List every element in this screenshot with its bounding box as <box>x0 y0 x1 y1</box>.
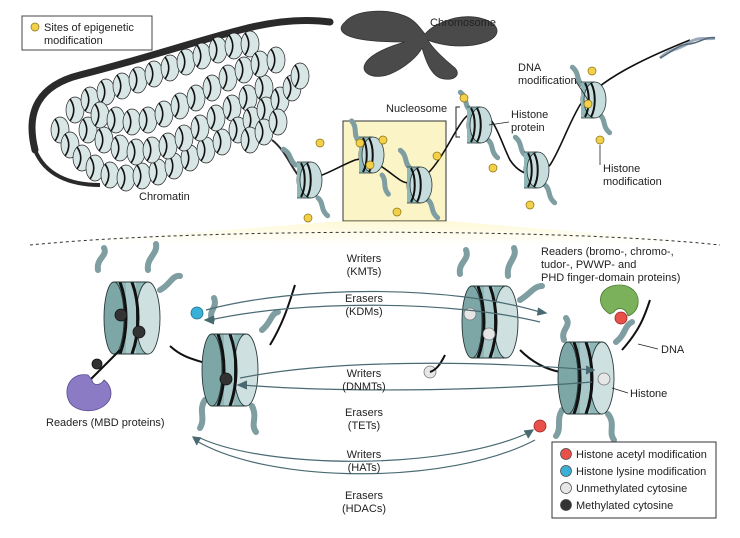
histone-protein-label-1: Histone <box>511 109 548 121</box>
zoom-dashed-line <box>29 231 721 246</box>
bromodomain-reader-protein <box>600 284 639 317</box>
legend-swatch <box>560 499 572 511</box>
legend-item-3: Methylated cytosine <box>560 499 673 512</box>
histone-modification-label-2: modification <box>603 176 662 188</box>
writers-kmts-line2: (KMTs) <box>347 266 382 278</box>
readers-right-label-1: Readers (bromo-, chromo-, <box>541 246 674 258</box>
erasers-kdms-line1: Erasers <box>345 293 383 305</box>
legend-swatch <box>560 465 572 477</box>
left-nucleosome-upper <box>91 241 183 370</box>
dna-modification-label-2: modification <box>518 75 577 87</box>
mbd-reader-protein <box>66 374 112 412</box>
writers-dnmts-line1: Writers <box>347 368 382 380</box>
nucleosome-label: Nucleosome <box>386 103 447 115</box>
top-legend-line1: Sites of epigenetic <box>44 22 134 34</box>
erasers-hdacs-line1: Erasers <box>345 490 383 502</box>
legend-label: Histone acetyl modification <box>576 449 707 461</box>
cycle-arrows <box>191 290 596 475</box>
dna-label: DNA <box>661 344 685 356</box>
legend-swatch <box>560 482 572 494</box>
zoom-glow <box>30 221 740 245</box>
top-nucleosome-2 <box>352 120 389 194</box>
acetyl-mod-dot <box>533 419 547 433</box>
top-nucleosome-4 <box>460 91 498 173</box>
top-nucleosome-1 <box>283 138 327 223</box>
chromosome-label: Chromosome <box>430 17 496 29</box>
histone-label: Histone <box>630 388 667 400</box>
writers-kmts-line1: Writers <box>347 253 382 265</box>
center-left-nucleosome <box>197 295 281 435</box>
chromosome-shape <box>340 10 498 80</box>
top-legend-line2: modification <box>44 35 103 47</box>
legend-swatch <box>560 448 572 460</box>
erasers-kdms-line2: (KDMs) <box>345 306 382 318</box>
mod-site-icon <box>30 22 40 32</box>
legend-label: Unmethylated cytosine <box>576 483 687 495</box>
chromatin-label: Chromatin <box>139 191 190 203</box>
legend-label: Methylated cytosine <box>576 500 673 512</box>
chromatin-disc-cluster <box>50 30 310 192</box>
writers-dnmts-line2: (DNMTs) <box>342 381 385 393</box>
top-nucleosome-5 <box>515 136 554 210</box>
center-right-nucleosome <box>553 311 635 443</box>
chromatin-fiber <box>28 16 334 154</box>
top-legend: Sites of epigenetic modification <box>21 15 153 51</box>
legend-item-0: Histone acetyl modification <box>560 448 707 461</box>
legend-label: Histone lysine modification <box>576 466 706 478</box>
top-nucleosome-3 <box>392 149 442 219</box>
erasers-tets-line1: Erasers <box>345 407 383 419</box>
readers-mbd-label: Readers (MBD proteins) <box>46 417 165 429</box>
readers-right-label-3: PHD finger-domain proteins) <box>541 272 680 284</box>
lysine-mod-dot <box>190 306 204 320</box>
readers-right-label-2: tudor-, PWWP- and <box>541 259 636 271</box>
modification-legend: Histone acetyl modification Histone lysi… <box>551 441 717 519</box>
writers-hats-line1: Writers <box>347 449 382 461</box>
legend-item-2: Unmethylated cytosine <box>560 482 687 495</box>
top-nucleosome-6 <box>572 66 609 145</box>
histone-protein-label-2: protein <box>511 122 545 134</box>
writers-hats-line2: (HATs) <box>348 462 381 474</box>
legend-item-1: Histone lysine modification <box>560 465 706 478</box>
dna-modification-label-1: DNA <box>518 62 542 74</box>
histone-modification-label-1: Histone <box>603 163 640 175</box>
erasers-tets-line2: (TETs) <box>348 420 380 432</box>
right-nucleosome-upper <box>423 245 545 379</box>
erasers-hdacs-line2: (HDACs) <box>342 503 386 515</box>
